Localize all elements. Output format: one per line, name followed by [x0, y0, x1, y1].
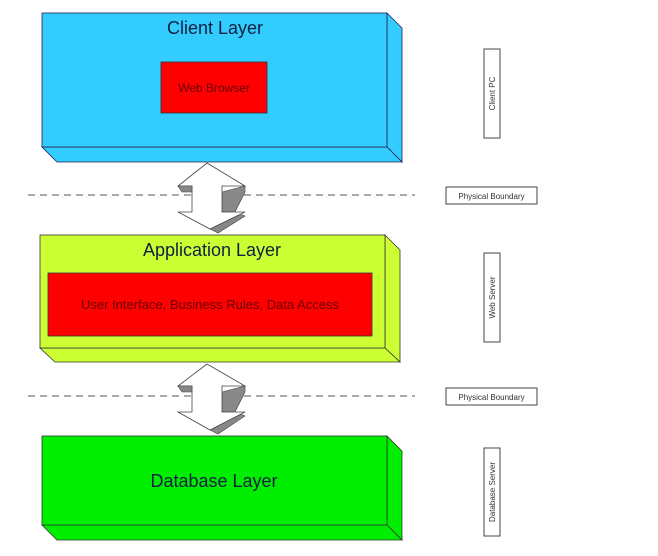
physical-boundary-label-1: Physical Boundary: [445, 186, 538, 205]
application-layer-box: Application Layer User Interface, Busine…: [38, 234, 402, 363]
client-layer-box: Client Layer Web Browser: [41, 12, 403, 163]
tier-label-client-pc: Client PC: [483, 48, 501, 139]
database-layer-box: Database Layer: [41, 435, 403, 541]
svg-text:Physical Boundary: Physical Boundary: [458, 393, 524, 402]
app-components-label: User Interface, Business Rules, Data Acc…: [81, 297, 339, 312]
app-components-box: [47, 272, 373, 337]
svg-text:Web Server: Web Server: [488, 276, 497, 318]
svg-text:Client PC: Client PC: [488, 76, 497, 110]
physical-boundary-label-2: Physical Boundary: [445, 387, 538, 406]
web-browser-label: Web Browser: [178, 81, 250, 95]
web-browser-box: [160, 61, 268, 114]
tier-label-database-server: Database Server: [483, 447, 501, 537]
client-layer-title: Client Layer: [167, 18, 263, 38]
database-layer-title: Database Layer: [150, 471, 277, 491]
bidirectional-arrow-icon: [176, 162, 247, 234]
svg-text:Physical Boundary: Physical Boundary: [458, 192, 524, 201]
bidirectional-arrow-icon: [176, 363, 247, 435]
application-layer-title: Application Layer: [143, 240, 281, 260]
tier-label-web-server: Web Server: [483, 252, 501, 343]
svg-text:Database Server: Database Server: [488, 462, 497, 522]
